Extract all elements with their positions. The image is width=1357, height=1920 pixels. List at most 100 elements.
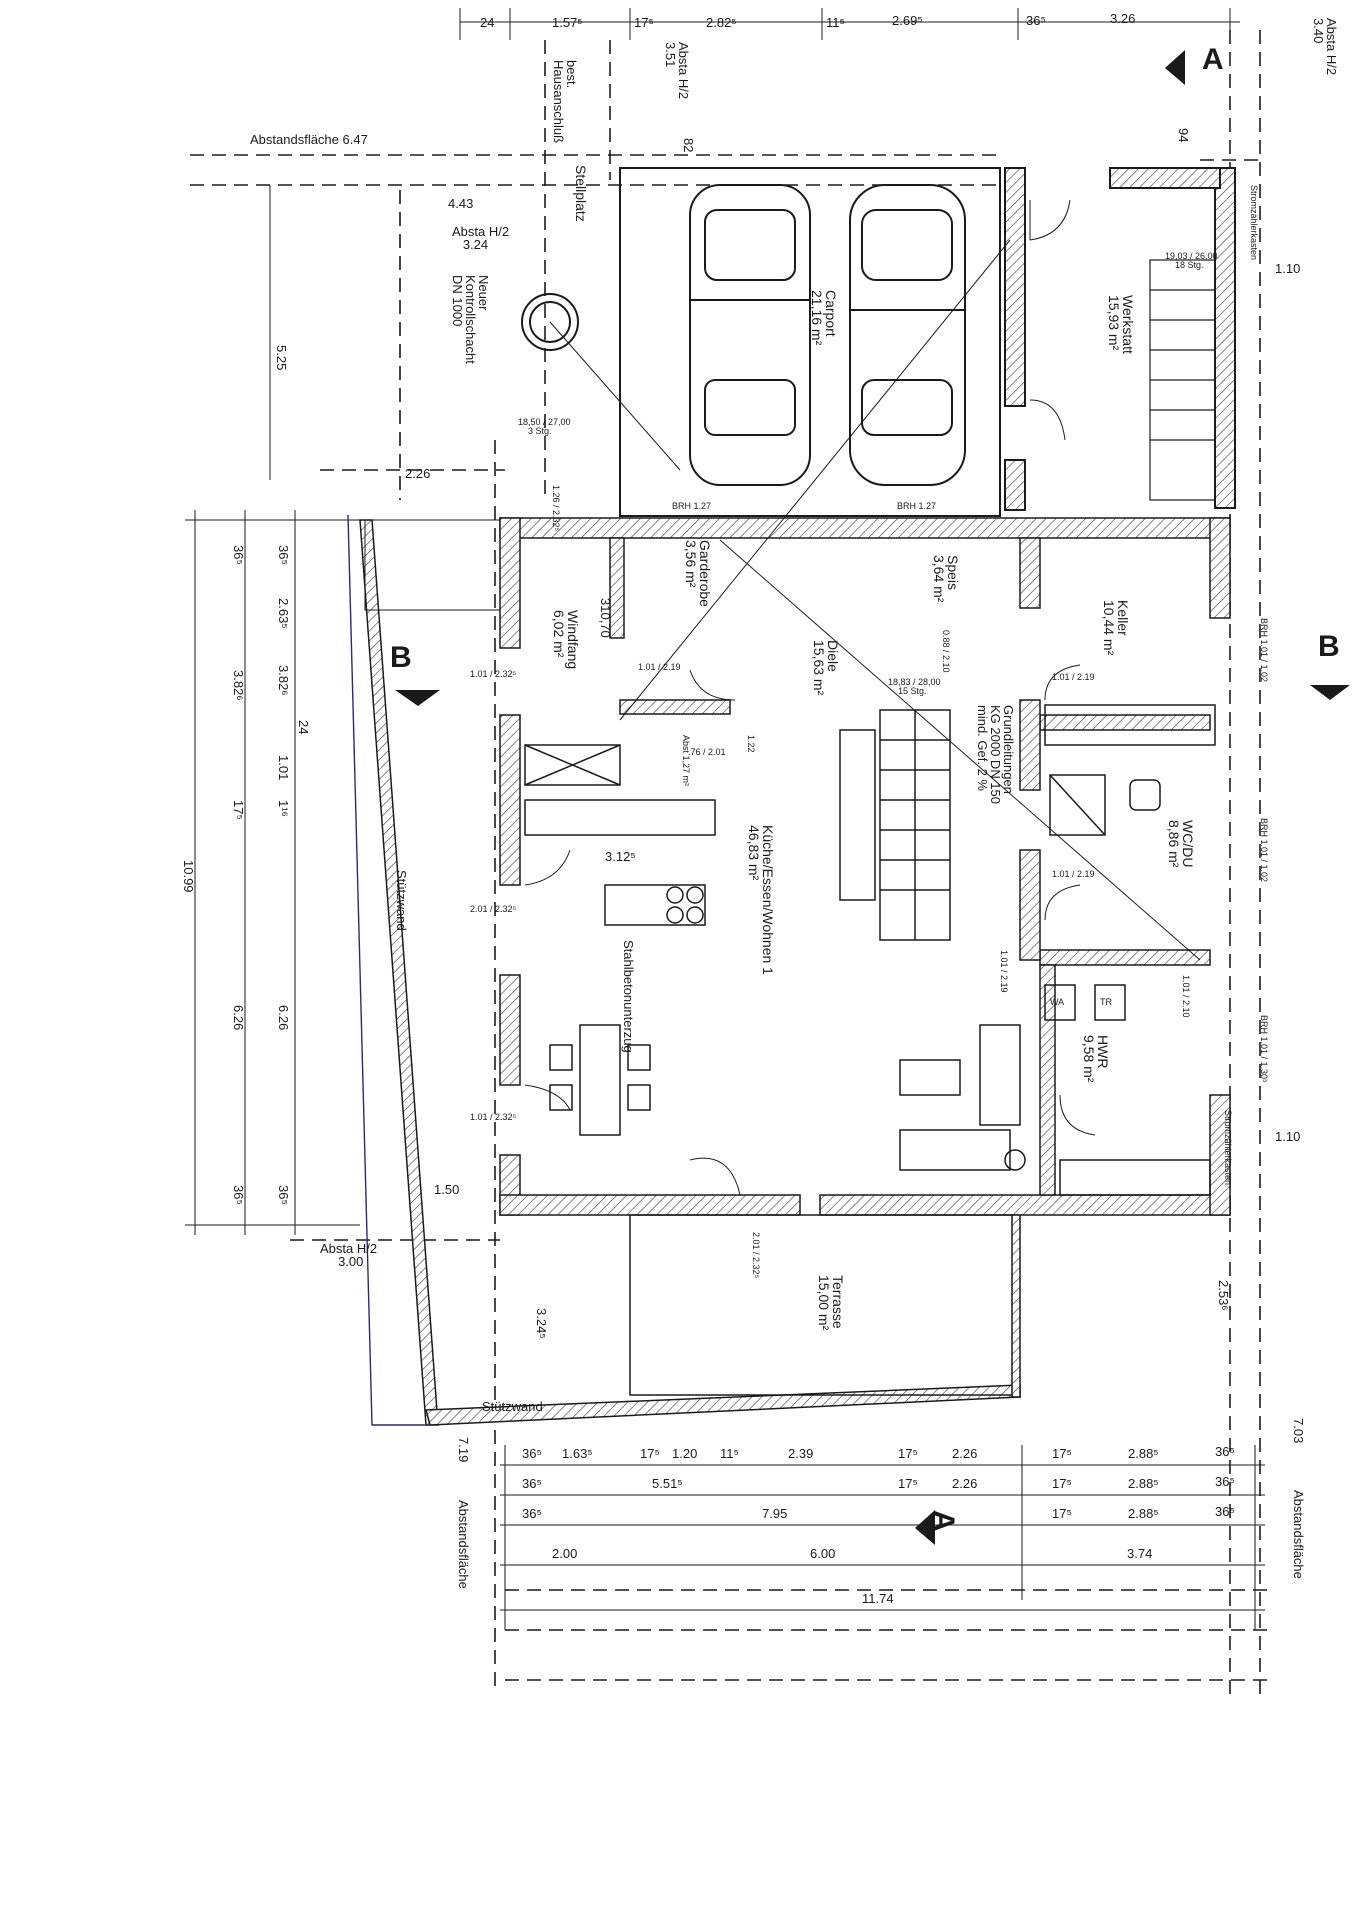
dim-719: 7.19 xyxy=(456,1437,471,1463)
dim-top-5: 2.69⁵ xyxy=(892,13,923,28)
carport-structure xyxy=(619,167,1236,517)
manhole-icon xyxy=(521,293,681,471)
main-staircase xyxy=(879,709,951,941)
room-abst: Abst 1,27 m² xyxy=(681,735,691,786)
door-note-2: 1.01 / 2.19 xyxy=(638,662,681,672)
living-furniture xyxy=(899,1024,1026,1171)
door-note-10: 1.01 / 2.19 xyxy=(999,950,1009,993)
section-a-top: A xyxy=(1202,43,1224,76)
dim-525: 5.25 xyxy=(274,345,289,371)
note-kontrollschacht-text: Kontrollschacht xyxy=(463,275,478,364)
door-note-12: 1.01 / 2.10 xyxy=(1181,975,1191,1018)
room-terrasse-name: Terrasse xyxy=(830,1275,846,1329)
label-absta-324: Absta H/2 3.24 xyxy=(452,225,509,251)
car-right xyxy=(849,184,966,486)
label-stahlbetonunterzug: Stahlbetonunterzug xyxy=(621,940,636,1053)
doors xyxy=(524,199,1096,1196)
dim-82: 82 xyxy=(681,138,696,153)
dim-row2-6: 36⁵ xyxy=(1215,1474,1235,1489)
room-garderobe-area: 3,56 m² xyxy=(683,540,699,588)
dim-left-inner-3: 1.01 xyxy=(276,755,291,781)
note-level: 310,70 xyxy=(598,598,613,638)
room-garderobe-name: Garderobe xyxy=(697,540,713,607)
label-stuetzwand-bottom: Stützwand xyxy=(482,1399,543,1414)
dim-left-outer-3: 17⁵ xyxy=(231,800,246,820)
dim-row4-1: 6.00 xyxy=(810,1546,836,1561)
note-neuer: Neuer xyxy=(476,275,491,311)
label-abstandsflaeche-top-text: Abstandsfläche xyxy=(250,132,339,147)
room-carport-area: 21,16 m² xyxy=(809,290,825,346)
room-speis-area: 3,64 m² xyxy=(931,555,947,603)
room-wc-area: 8,86 m² xyxy=(1166,820,1182,868)
dim-row1-10: 36⁵ xyxy=(1215,1444,1235,1459)
dim-top-0: 24 xyxy=(480,15,495,30)
label-stuetzwand-left: Stützwand xyxy=(394,870,409,931)
label-absta-351-text: Absta H/2 xyxy=(676,42,691,100)
room-kueche-area: 46,83 m² xyxy=(746,825,762,881)
bath-fixtures xyxy=(1044,774,1211,1196)
dim-324: 3.24 xyxy=(462,237,489,252)
note-stairs-main-count: 15 Stg. xyxy=(898,686,927,696)
dim-left-outer-2: 24 xyxy=(296,720,311,735)
note-stairs-werk-count: 18 Stg. xyxy=(1175,260,1204,270)
label-abstandsflaeche-right: Abstandsfläche xyxy=(1291,1490,1306,1579)
label-abstandsflaeche-left: Abstandsfläche xyxy=(456,1500,471,1589)
dim-row1-3: 1.20 xyxy=(672,1446,698,1461)
dim-row2-4: 17⁵ xyxy=(1052,1476,1072,1491)
car-left xyxy=(689,184,811,486)
note-stairs-main: 18,83 / 28,00 15 Stg. xyxy=(888,678,941,696)
dim-left-outer-1: 3.82⁶ xyxy=(231,670,246,701)
dim-row3-1: 7.95 xyxy=(762,1506,788,1521)
label-tr: TR xyxy=(1100,997,1112,1007)
house-walls xyxy=(499,517,1231,1216)
dim-351: 3.51 xyxy=(663,42,678,68)
dim-left-outer-4: 6.26 xyxy=(231,1005,246,1031)
brh-note-2: BRH 1.01 / 1.02 xyxy=(1259,818,1269,883)
dim-top-6: 36⁵ xyxy=(1026,13,1046,28)
note-brh-a: BRH 1.27 xyxy=(672,501,712,511)
note-stairs-werkstatt: 19,03 / 26,00 18 Stg. xyxy=(1165,252,1218,270)
dim-2536: 2.53⁶ xyxy=(1216,1280,1231,1311)
dim-row2-2: 17⁵ xyxy=(898,1476,918,1491)
dim-top-1: 1.57⁵ xyxy=(552,15,583,30)
dining-table xyxy=(549,1024,651,1136)
dim-left-inner-4: 1¹⁶ xyxy=(276,800,291,817)
dim-top-7: 3.26 xyxy=(1110,11,1136,26)
dim-left-outer-5: 36⁵ xyxy=(231,1185,246,1205)
dim-top-3: 2.82⁵ xyxy=(706,15,737,30)
label-abstandsflaeche-top: Abstandsfläche 6.47 xyxy=(250,133,368,146)
bottom-dimension-rows xyxy=(500,1445,1265,1630)
label-absta-300-text: Absta H/2 xyxy=(320,1241,378,1256)
kitchen-counters xyxy=(524,704,1216,926)
dim-row1-0: 36⁵ xyxy=(522,1446,542,1461)
dim-left-inner-0: 36⁵ xyxy=(276,545,291,565)
note-hausanschluss: best.Hausanschluß xyxy=(551,60,579,143)
label-absta-300: Absta H/2 3.00 xyxy=(320,1242,377,1268)
dim-3245: 3.24⁵ xyxy=(534,1308,549,1339)
section-markers xyxy=(395,50,1350,1545)
label-wa: WA xyxy=(1050,997,1065,1007)
door-note-11: 1.26 / 2.32⁵ xyxy=(551,485,561,532)
door-note-8: .76 / 2.01 xyxy=(688,747,726,757)
dim-left-inner-2: 3.82⁶ xyxy=(276,665,291,696)
room-hwr-name: HWR xyxy=(1095,1035,1111,1069)
door-note-6: 2.01 / 2.32⁵ xyxy=(751,1232,761,1279)
dim-703: 7.03 xyxy=(1291,1418,1306,1444)
dim-top-4: 11⁵ xyxy=(826,15,845,30)
note-dn1000: DN 1000 xyxy=(450,275,465,327)
door-note-7: 0.88 / 2.10 xyxy=(941,630,951,673)
dim-row1-4: 11⁵ xyxy=(720,1446,739,1461)
room-carport-name: Carport xyxy=(823,290,839,337)
dim-row2-3: 2.26 xyxy=(952,1476,978,1491)
workshop-staircase xyxy=(1149,259,1216,501)
dim-row1-2: 17⁵ xyxy=(640,1446,660,1461)
note-stairs-main-ratio: 18,83 / 28,00 xyxy=(888,677,941,687)
dim-226: 2.26 xyxy=(405,466,431,481)
